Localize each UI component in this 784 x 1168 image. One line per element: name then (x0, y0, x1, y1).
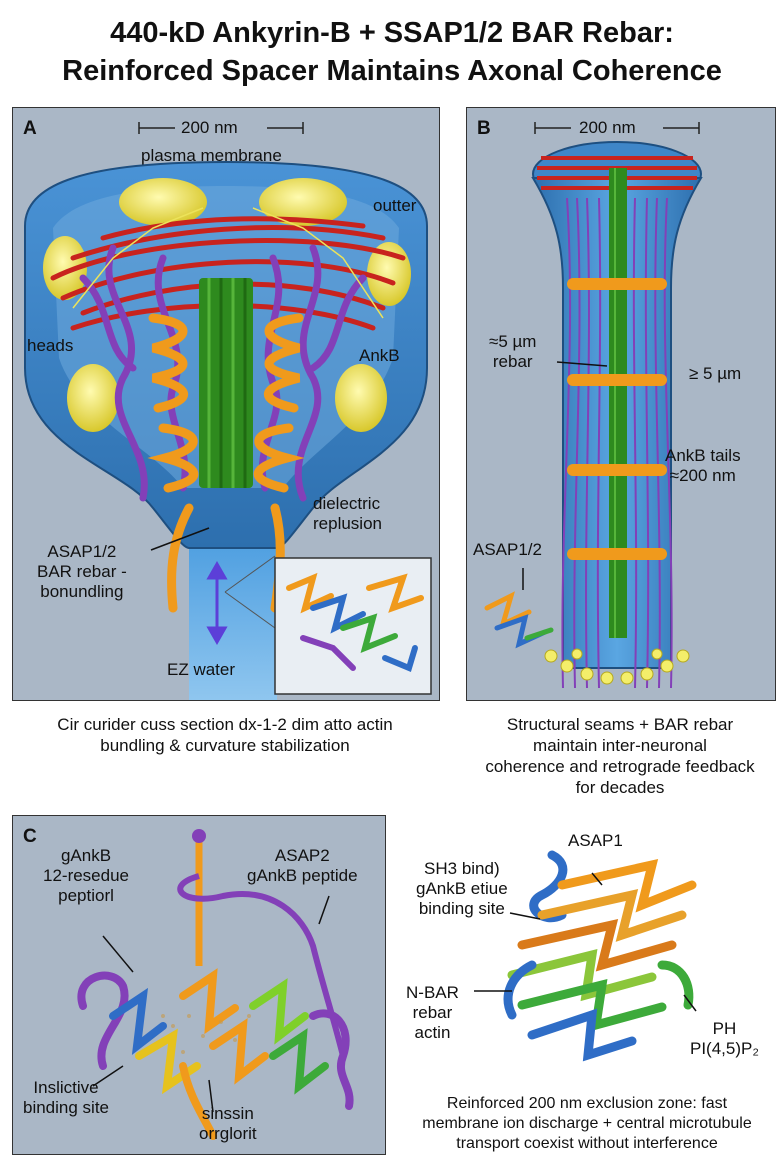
sh3-line-2: gAnkB etiue (416, 879, 508, 898)
asap2-line-2: gAnkB peptide (247, 866, 358, 885)
sinssin-label: sinssin orrglorit (199, 1104, 257, 1144)
tails-label: AnkB tails ≈200 nm (665, 446, 741, 486)
asap-protein (484, 591, 554, 649)
asap-line-1: ASAP1/2 (47, 542, 117, 561)
scale-bar (138, 122, 304, 134)
rebar-line-1: ≈5 µm (489, 332, 537, 351)
heads-label: heads (27, 336, 74, 355)
bar-inset (224, 555, 432, 695)
ez-water-arrow (206, 560, 228, 646)
pip2-line: PI(4,5)P₂ (690, 1039, 759, 1058)
bottom-vesicles (544, 648, 690, 685)
asap1-label: ASAP1 (568, 831, 623, 850)
sinssin-line-2: orrglorit (199, 1124, 257, 1143)
rebar-line-2: rebar (492, 352, 533, 371)
asap-line-2: BAR rebar - (37, 562, 127, 581)
panel-b-illustration (484, 122, 703, 689)
ez-water-label: EZ water (167, 660, 236, 679)
panel-c: C gAnkB 12-resedue peptiorl ASAP2 gAnkB … (12, 815, 386, 1155)
asap2-line-1: ASAP2 (274, 846, 330, 865)
figure-title: 440-kD Ankyrin-B + SSAP1/2 BAR Rebar: Re… (0, 14, 784, 90)
peptide-line-1: gAnkB (60, 846, 112, 865)
panel-c-letter: C (23, 826, 37, 847)
sh3-line-1: SH3 bind) (424, 859, 500, 878)
ankb-label: AnkB (359, 346, 400, 365)
ph-label: PH PI(4,5)P₂ (690, 1019, 759, 1059)
length-label: ≥ 5 µm (689, 364, 742, 383)
protein-complex (77, 968, 354, 1140)
panel-a-caption: Cir curider cuss section dx-1-2 dim atto… (12, 714, 438, 756)
ph-line: PH (712, 1019, 737, 1038)
rebar-bands (567, 278, 667, 560)
dielectric-line-1: dielectric (313, 494, 381, 513)
rebar-pointer (556, 361, 608, 367)
central-microtubule (609, 168, 627, 638)
tails-line-1: AnkB tails (665, 446, 741, 465)
panel-a-illustration (24, 122, 432, 700)
asap-line-3: bonundling (40, 582, 124, 601)
nbar-label: N-BAR rebar actin (406, 983, 459, 1043)
panel-b: B 200 nm ≈5 µm rebar ≥ 5 µm AnkB tails ≈… (466, 107, 776, 701)
yellow-vesicles (43, 178, 411, 432)
sh3-label: SH3 bind) gAnkB etiue binding site (416, 859, 508, 919)
panel-d-caption-3: transport coexist without interference (456, 1135, 718, 1152)
panel-a-caption-2: bundling & curvature stabilization (100, 736, 350, 755)
outter-label: outter (373, 196, 417, 215)
tails-line-2: ≈200 nm (669, 466, 736, 485)
panel-b-caption: Structural seams + BAR rebar maintain in… (456, 714, 784, 798)
panel-b-scale-bar (534, 122, 700, 134)
site-line-2: binding site (23, 1098, 110, 1117)
site-line-1: Inslictive (33, 1078, 99, 1097)
panel-a: A 200 nm plasma membrane outter heads An… (12, 107, 440, 701)
nbar-line-1: N-BAR (406, 983, 459, 1002)
panel-a-scale-label: 200 nm (181, 118, 238, 137)
panel-b-caption-4: for decades (575, 778, 665, 797)
sinssin-line-1: sinssin (201, 1104, 254, 1123)
binding-site-label: Inslictive binding site (23, 1078, 109, 1118)
microtubule-bundle (199, 278, 253, 488)
ankb-tails (561, 197, 673, 689)
peptide-line-3: peptiorl (58, 886, 114, 905)
plasma-membrane-label: plasma membrane (141, 146, 282, 165)
panel-d-caption: Reinforced 200 nm exclusion zone: fast m… (392, 1094, 782, 1154)
panel-b-letter: B (477, 118, 491, 139)
asap2-label: ASAP2 gAnkB peptide (247, 846, 358, 886)
title-line-2: Reinforced Spacer Maintains Axonal Coher… (62, 55, 722, 87)
nbar-line-2: rebar (412, 1003, 453, 1022)
nbar-line-3: actin (414, 1023, 451, 1042)
dielectric-label: dielectric replusion (313, 494, 382, 534)
panel-a-letter: A (23, 118, 37, 139)
panel-a-caption-1: Cir curider cuss section dx-1-2 dim atto… (57, 715, 393, 734)
rebar-label: ≈5 µm rebar (489, 332, 536, 372)
panel-b-caption-1: Structural seams + BAR rebar (506, 715, 734, 734)
asap1-structure (474, 850, 697, 1062)
dielectric-line-2: replusion (313, 514, 382, 533)
panel-d-caption-2: membrane ion discharge + central microtu… (422, 1115, 752, 1132)
asap-b-label: ASAP1/2 (473, 540, 542, 559)
asap-bar-label: ASAP1/2 BAR rebar - bonundling (37, 542, 127, 602)
asap-pointer (150, 527, 210, 551)
sh3-line-3: binding site (418, 899, 505, 918)
peptide-label: gAnkB 12-resedue peptiorl (43, 846, 129, 906)
panel-d: ASAP1 SH3 bind) gAnkB etiue binding site… (392, 815, 776, 1077)
peptide-loop (177, 873, 346, 1057)
panel-b-scale-label: 200 nm (579, 118, 636, 137)
panel-b-caption-3: coherence and retrograde feedback (485, 757, 755, 776)
panel-b-caption-2: maintain inter-neuronal (533, 736, 707, 755)
panel-d-caption-1: Reinforced 200 nm exclusion zone: fast (446, 1095, 728, 1112)
peptide-line-2: 12-resedue (43, 866, 130, 885)
title-line-1: 440-kD Ankyrin-B + SSAP1/2 BAR Rebar: (110, 17, 674, 49)
panel-c-illustration (77, 829, 354, 1140)
